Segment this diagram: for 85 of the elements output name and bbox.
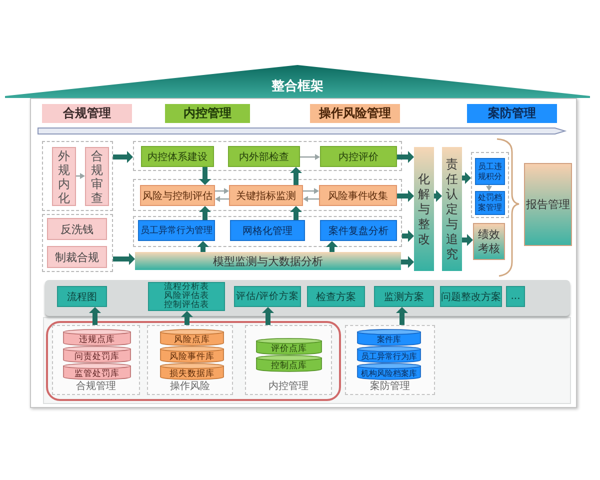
arrow	[486, 185, 492, 191]
dashed-group	[52, 325, 140, 395]
arrow	[215, 188, 229, 194]
process-box: 报告管理	[524, 163, 572, 246]
arrow	[402, 230, 414, 242]
database-cylinder: 风险事件库	[160, 346, 224, 363]
category-header: 案防管理	[467, 104, 557, 123]
arrow	[462, 234, 473, 246]
arrow	[401, 256, 414, 268]
arrow	[89, 307, 101, 325]
arrow	[290, 167, 302, 185]
database-cylinder: 违规点库	[63, 329, 131, 346]
arrow	[434, 190, 442, 202]
arrow	[113, 151, 133, 163]
arrow	[462, 172, 471, 184]
rounded-frame	[46, 321, 341, 401]
process-bar: 责任认定与追究	[442, 147, 462, 271]
group-label: 操作风险	[169, 381, 211, 393]
process-bar: 化解与整改	[414, 147, 434, 271]
document-box: 流程分析表 风险评估表 控制评估表	[148, 282, 225, 311]
dashed-group	[42, 141, 113, 211]
process-box: 合规审查	[85, 147, 109, 206]
process-box: 案件复盘分析	[320, 220, 397, 241]
database-cylinder: 监管处罚库	[63, 363, 131, 380]
arrow	[397, 190, 414, 202]
process-box: 风险事件收集	[319, 185, 397, 206]
database-cylinder: 问责处罚库	[63, 346, 131, 363]
database-cylinder: 控制点库	[256, 355, 322, 372]
database-cylinder: 机构风险档案库	[357, 363, 421, 380]
arrow	[303, 188, 319, 194]
process-box: 内外部检查	[228, 146, 300, 167]
document-box: 评估/评价方案	[234, 286, 301, 307]
dashed-group	[345, 325, 435, 395]
dashed-group	[133, 216, 402, 247]
title-banner: 整合框架	[5, 63, 590, 98]
database-cylinder: 案件库	[357, 329, 421, 346]
document-band	[45, 280, 570, 316]
group-label: 案防管理	[369, 381, 411, 393]
arrow	[397, 151, 414, 163]
document-box: 问题整改方案	[440, 286, 502, 307]
dashed-group	[133, 141, 402, 171]
dashed-group	[42, 214, 113, 272]
arrow	[326, 241, 338, 252]
arrow	[396, 307, 408, 325]
database-cylinder: 损失数据库	[160, 363, 224, 380]
database-cylinder: 风险点库	[160, 329, 224, 346]
category-header: 操作风险管理	[310, 104, 400, 123]
group-label: 合规管理	[75, 381, 117, 393]
process-box: 绩效考核	[473, 223, 505, 260]
process-box: 风险与控制评估	[140, 185, 215, 206]
process-box: 员工异常行为管理	[138, 220, 215, 241]
arrow	[303, 196, 319, 202]
document-box: 流程图	[57, 286, 107, 307]
document-box: ...	[506, 286, 525, 307]
arrow	[199, 206, 211, 220]
dashed-group	[147, 325, 233, 395]
arrow	[215, 196, 229, 202]
process-box: 制裁合规	[47, 246, 107, 268]
database-cylinder: 员工异常行为库	[357, 346, 421, 363]
arrow	[76, 173, 85, 179]
arrow	[181, 311, 193, 325]
document-box: 监测方案	[374, 286, 434, 307]
arrow	[197, 241, 209, 252]
arrow	[300, 154, 320, 160]
dashed-group	[471, 152, 509, 218]
process-box: 反洗钱	[47, 218, 107, 240]
arrow	[262, 307, 274, 325]
process-box: 关键指标监测	[229, 185, 303, 206]
group-label: 内控管理	[268, 381, 310, 393]
process-bar: 模型监测与大数据分析	[135, 252, 401, 270]
process-box: 内控评价	[320, 146, 397, 167]
process-box: 内控体系建设	[141, 146, 214, 167]
database-cylinder: 评价点库	[256, 338, 322, 355]
process-box: 员工违规积分	[475, 158, 505, 185]
process-box: 处罚档案管理	[475, 191, 505, 215]
process-box: 外规内化	[52, 147, 76, 206]
process-box: 网格化管理	[230, 220, 305, 241]
dashed-group	[133, 179, 402, 211]
arrow	[113, 253, 135, 265]
dashed-group	[245, 325, 332, 395]
category-header: 内控管理	[165, 104, 250, 123]
arrow	[290, 206, 302, 220]
document-box: 检查方案	[307, 286, 365, 307]
arrow	[199, 167, 211, 185]
category-header: 合规管理	[42, 104, 132, 123]
